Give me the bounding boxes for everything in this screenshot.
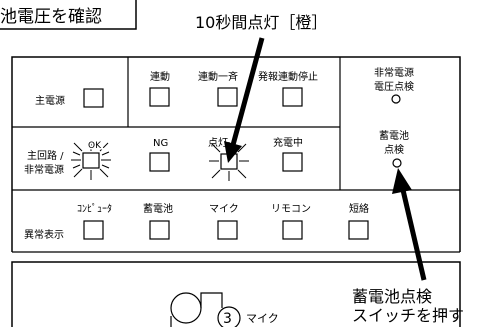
computer-label: ｺﾝﾋﾟｭｰﾀ xyxy=(77,203,112,215)
top-label: 池電圧を確認 xyxy=(0,7,102,27)
remote-indicator xyxy=(282,220,303,240)
main-circuit-label-1: 主回路 / xyxy=(27,149,64,162)
mic-jack-icon[interactable] xyxy=(170,292,223,327)
linked-label: 連動 xyxy=(150,70,170,83)
linked-indicator xyxy=(149,87,170,107)
arrow-to-battery-check-switch xyxy=(392,168,427,281)
charging-label: 充電中 xyxy=(273,136,303,149)
computer-indicator xyxy=(83,220,104,240)
main-power-indicator xyxy=(83,88,104,108)
remote-label: リモコン xyxy=(271,204,311,215)
charging-indicator xyxy=(282,152,303,172)
battery-indicator xyxy=(149,220,170,240)
linked-all-indicator xyxy=(217,87,238,107)
mic-jack-label: マイク xyxy=(246,312,279,325)
ok-lamp xyxy=(71,141,111,180)
main-circuit-label-2: 非常電源 xyxy=(24,163,64,176)
short-label: 短絡 xyxy=(349,202,369,215)
number-circle xyxy=(217,306,241,327)
mic-indicator xyxy=(217,220,238,240)
row-2: 主回路 / 非常電源 OK NG xyxy=(24,129,409,181)
lit-label: 点灯 xyxy=(208,137,228,149)
alarm-linked-stop-indicator xyxy=(282,87,303,107)
battery-label: 蓄電池 xyxy=(143,202,173,215)
emergency-voltage-label-2: 電圧点検 xyxy=(374,80,414,93)
linked-all-label: 連動一斉 xyxy=(198,70,238,83)
ng-label: NG xyxy=(153,138,168,149)
ok-label: OK xyxy=(88,141,102,151)
mic-label: マイク xyxy=(209,203,239,215)
battery-check-label-1: 蓄電池 xyxy=(379,129,409,142)
control-panel xyxy=(11,56,461,253)
row-3: 異常表示 ｺﾝﾋﾟｭｰﾀ 蓄電池 マイク リモコン 短絡 xyxy=(24,202,369,241)
fault-display-label: 異常表示 xyxy=(24,228,64,241)
lower-panel: 3 マイク xyxy=(11,261,461,327)
mic-number: 3 xyxy=(223,311,232,327)
callout-bottom-line-2: スイッチを押す xyxy=(352,306,464,325)
short-indicator xyxy=(348,220,369,240)
arrow-to-lit-lamp xyxy=(224,37,265,163)
battery-check-label-2: 点検 xyxy=(384,143,404,156)
callout-top-text: 10秒間点灯［橙］ xyxy=(195,13,327,32)
emergency-voltage-check-switch[interactable] xyxy=(391,94,401,104)
top-label-box: 池電圧を確認 xyxy=(0,0,137,30)
emergency-voltage-label-1: 非常電源 xyxy=(374,66,414,79)
battery-check-switch[interactable] xyxy=(392,158,402,168)
callout-bottom-line-1: 蓄電池点検 xyxy=(352,287,432,306)
alarm-linked-stop-label: 発報連動停止 xyxy=(258,70,318,83)
main-power-label: 主電源 xyxy=(35,94,65,107)
ng-indicator xyxy=(149,152,170,172)
row-1: 主電源 連動 連動一斉 発報連動停止 非常電源 電圧点検 xyxy=(35,66,414,108)
